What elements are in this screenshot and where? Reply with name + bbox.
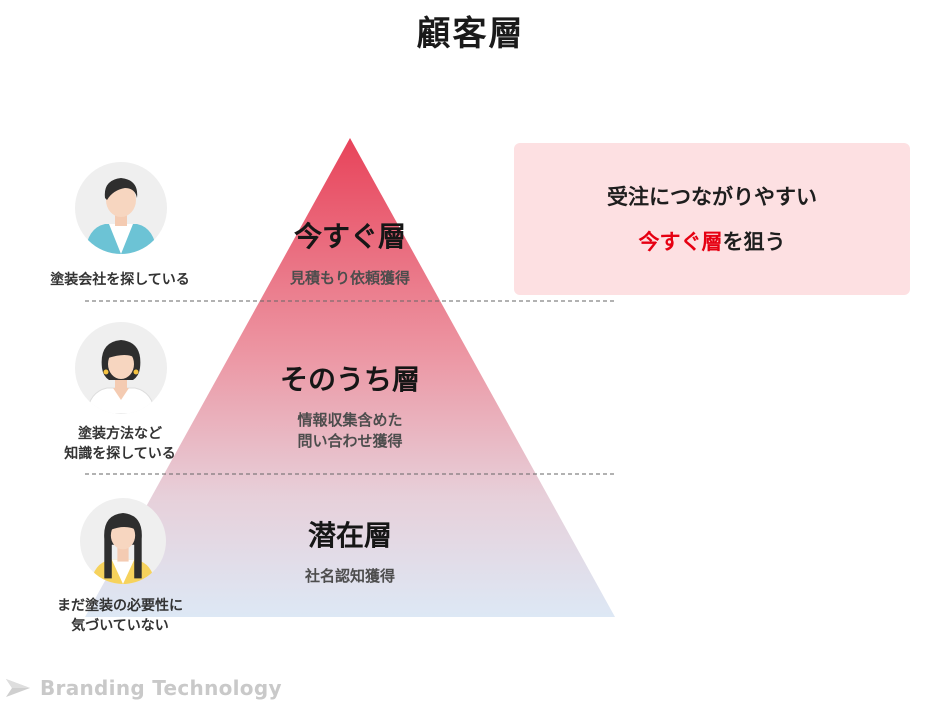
tier-title-someday: そのうち層 [279,363,420,396]
tier-subtitle-someday-2: 問い合わせ獲得 [297,432,403,450]
persona-label-2a: 塗装方法など [78,426,162,442]
tier-subtitle-latent: 社名認知獲得 [304,567,395,585]
brand-mark-icon [6,679,30,697]
persona-label-3a: まだ塗装の必要性に [57,598,183,614]
pyramid-shape [85,138,615,617]
tier-subtitle-someday-1: 情報収集含めた [297,411,403,429]
callout-rest-text: を狙う [722,230,786,254]
persona-label-3b: 気づいていない [71,618,169,634]
brand-logo: Branding Technology [6,676,282,700]
persona-label-1: 塗装会社を探している [50,272,190,288]
callout-box [514,143,910,295]
callout-accent-text: 今すぐ層 [638,230,723,254]
woman-avatar-icon [75,322,167,414]
callout-line-2: 今すぐ層を狙う [514,226,910,256]
tier-subtitle-now: 見積もり依頼獲得 [289,269,410,287]
brand-name: Branding Technology [40,676,282,700]
man-avatar-icon [75,162,167,254]
persona-label-2b: 知識を探している [64,446,176,462]
tier-title-now: 今すぐ層 [293,220,406,253]
callout-line-1: 受注につながりやすい [607,185,817,209]
page-title: 顧客層 [416,14,525,54]
tier-title-latent: 潜在層 [307,519,392,552]
woman-longhair-avatar-icon [80,498,166,584]
